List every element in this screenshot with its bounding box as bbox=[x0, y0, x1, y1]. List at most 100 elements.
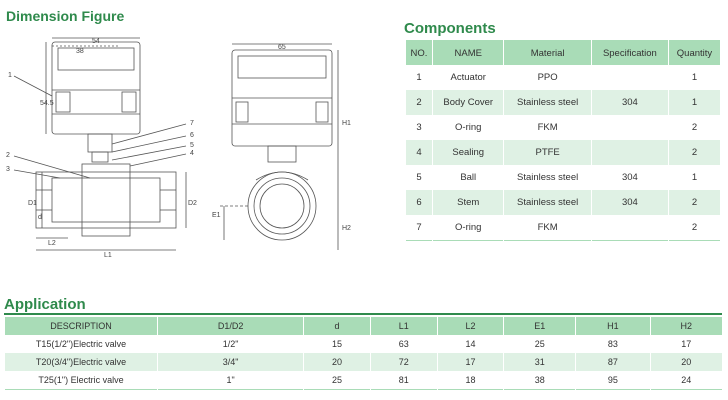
part-callout-2: 2 bbox=[6, 152, 10, 159]
col-header-h1: H1 bbox=[575, 317, 651, 335]
cell-name: Ball bbox=[431, 165, 504, 190]
cell-h1: 87 bbox=[575, 353, 651, 371]
components-table: NO. NAME Material Specification Quantity… bbox=[405, 40, 720, 241]
table-row: T20(3/4")Electric valve 3/4" 20 72 17 31… bbox=[4, 353, 722, 371]
cell-l2: 17 bbox=[436, 353, 504, 371]
cell-specification: 304 bbox=[590, 165, 669, 190]
col-header-material: Material bbox=[503, 40, 592, 65]
cell-specification: 304 bbox=[590, 190, 669, 215]
table-row: T15(1/2")Electric valve 1/2" 15 63 14 25… bbox=[4, 335, 722, 353]
cell-specification bbox=[590, 115, 669, 140]
application-table: DESCRIPTION D1/D2 d L1 L2 E1 H1 H2 T15(1… bbox=[4, 317, 722, 390]
dim-label-d: d bbox=[38, 214, 42, 221]
part-callout-1: 1 bbox=[8, 72, 12, 79]
cell-specification: 304 bbox=[590, 90, 669, 115]
table-row: 6 Stem Stainless steel 304 2 bbox=[405, 190, 720, 215]
cell-l2: 14 bbox=[436, 335, 504, 353]
cell-no: 4 bbox=[405, 140, 433, 165]
table-row: 4 Sealing PTFE 2 bbox=[405, 140, 720, 165]
application-title: Application bbox=[4, 296, 86, 313]
cell-material: FKM bbox=[503, 115, 592, 140]
cell-e1: 25 bbox=[503, 335, 576, 353]
cell-name: Stem bbox=[431, 190, 504, 215]
cell-no: 1 bbox=[405, 65, 433, 90]
cell-l1: 63 bbox=[369, 335, 438, 353]
table-row: 1 Actuator PPO 1 bbox=[405, 65, 720, 90]
dim-label-l2: L2 bbox=[48, 240, 56, 247]
cell-name: Actuator bbox=[431, 65, 504, 90]
cell-quantity: 1 bbox=[668, 90, 720, 115]
cell-quantity: 2 bbox=[668, 215, 720, 241]
cell-specification bbox=[590, 140, 669, 165]
dim-label-h2: H2 bbox=[342, 225, 351, 232]
cell-e1: 38 bbox=[503, 371, 576, 390]
cell-material: FKM bbox=[503, 215, 592, 241]
cell-d1-d2: 3/4" bbox=[156, 353, 304, 371]
cell-h1: 83 bbox=[575, 335, 651, 353]
part-callout-4: 4 bbox=[190, 150, 194, 157]
cell-material: Stainless steel bbox=[503, 165, 592, 190]
cell-d: 25 bbox=[303, 371, 371, 390]
col-header-e1: E1 bbox=[503, 317, 576, 335]
cell-material: Stainless steel bbox=[503, 90, 592, 115]
cell-specification bbox=[590, 215, 669, 241]
cell-quantity: 1 bbox=[668, 65, 720, 90]
cell-description: T25(1") Electric valve bbox=[4, 371, 158, 390]
col-header-name: NAME bbox=[431, 40, 504, 65]
cell-name: Body Cover bbox=[431, 90, 504, 115]
col-header-specification: Specification bbox=[590, 40, 669, 65]
part-callout-6: 6 bbox=[190, 132, 194, 139]
valve-front-view-drawing bbox=[13, 37, 187, 251]
cell-l1: 81 bbox=[369, 371, 438, 390]
col-header-description: DESCRIPTION bbox=[4, 317, 158, 335]
dim-label-d2: D2 bbox=[188, 200, 197, 207]
col-header-d1-d2: D1/D2 bbox=[156, 317, 304, 335]
table-row: 2 Body Cover Stainless steel 304 1 bbox=[405, 90, 720, 115]
cell-e1: 31 bbox=[503, 353, 576, 371]
dim-label-54-5: 54.5 bbox=[40, 100, 54, 107]
application-divider bbox=[4, 313, 722, 315]
dim-label-l1: L1 bbox=[104, 252, 112, 259]
application-header-row: DESCRIPTION D1/D2 d L1 L2 E1 H1 H2 bbox=[4, 317, 722, 335]
dim-label-h1: H1 bbox=[342, 120, 351, 127]
cell-d: 15 bbox=[303, 335, 371, 353]
valve-side-view-drawing bbox=[220, 43, 339, 250]
cell-name: O-ring bbox=[431, 215, 504, 241]
cell-l1: 72 bbox=[369, 353, 438, 371]
part-callout-5: 5 bbox=[190, 142, 194, 149]
cell-no: 5 bbox=[405, 165, 433, 190]
cell-d1-d2: 1" bbox=[156, 371, 304, 390]
cell-no: 2 bbox=[405, 90, 433, 115]
col-header-d: d bbox=[303, 317, 371, 335]
table-row: 3 O-ring FKM 2 bbox=[405, 115, 720, 140]
cell-no: 7 bbox=[405, 215, 433, 241]
cell-description: T15(1/2")Electric valve bbox=[4, 335, 158, 353]
components-title: Components bbox=[404, 20, 496, 37]
cell-h2: 24 bbox=[649, 371, 722, 390]
cell-quantity: 2 bbox=[668, 115, 720, 140]
cell-quantity: 2 bbox=[668, 140, 720, 165]
cell-h1: 95 bbox=[575, 371, 651, 390]
dim-label-e1: E1 bbox=[212, 212, 221, 219]
cell-material: PPO bbox=[503, 65, 592, 90]
col-header-h2: H2 bbox=[649, 317, 722, 335]
cell-description: T20(3/4")Electric valve bbox=[4, 353, 158, 371]
col-header-l1: L1 bbox=[369, 317, 438, 335]
dimension-figure-title: Dimension Figure bbox=[6, 8, 125, 24]
cell-specification bbox=[590, 65, 669, 90]
col-header-l2: L2 bbox=[436, 317, 504, 335]
dim-label-d1: D1 bbox=[28, 200, 37, 207]
dim-label-38: 38 bbox=[76, 48, 84, 55]
cell-l2: 18 bbox=[436, 371, 504, 390]
cell-material: PTFE bbox=[503, 140, 592, 165]
table-row: T25(1") Electric valve 1" 25 81 18 38 95… bbox=[4, 371, 722, 390]
cell-name: Sealing bbox=[431, 140, 504, 165]
dim-label-54: 54 bbox=[92, 38, 100, 45]
cell-h2: 17 bbox=[649, 335, 722, 353]
table-row: 7 O-ring FKM 2 bbox=[405, 215, 720, 241]
components-header-row: NO. NAME Material Specification Quantity bbox=[405, 40, 720, 65]
col-header-quantity: Quantity bbox=[668, 40, 720, 65]
cell-h2: 20 bbox=[649, 353, 722, 371]
cell-quantity: 2 bbox=[668, 190, 720, 215]
part-callout-3: 3 bbox=[6, 166, 10, 173]
